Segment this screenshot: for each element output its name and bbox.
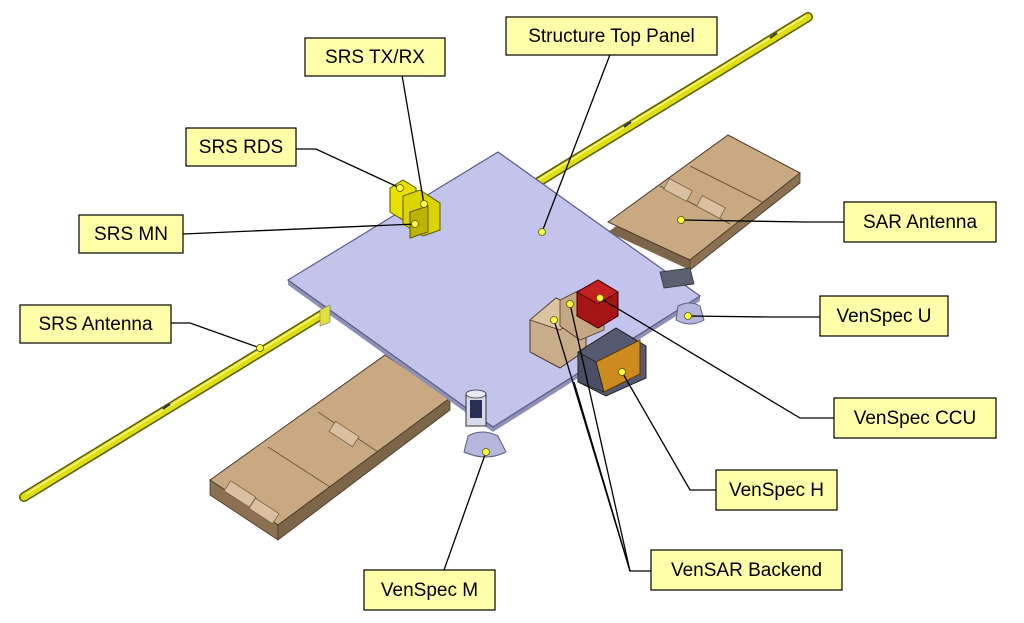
label-sar-antenna: SAR Antenna: [843, 201, 997, 243]
label-srs-txrx: SRS TX/RX: [304, 37, 446, 77]
label-srs-rds: SRS RDS: [185, 127, 297, 167]
sar-antenna-left: [209, 354, 451, 541]
label-vensar-backend-text: VenSAR Backend: [671, 560, 822, 581]
label-venspec-h: VenSpec H: [715, 469, 838, 511]
callout-dots: [256, 184, 692, 456]
label-srs-rds-text: SRS RDS: [199, 137, 283, 158]
venspec-ccu-unit: [576, 279, 619, 329]
venspec-m-foot: [463, 431, 507, 458]
label-srs-antenna-text: SRS Antenna: [38, 314, 153, 335]
label-srs-mn-text: SRS MN: [94, 224, 168, 245]
label-venspec-ccu-text: VenSpec CCU: [854, 408, 977, 429]
label-venspec-u-text: VenSpec U: [836, 306, 931, 327]
label-srs-txrx-text: SRS TX/RX: [325, 47, 425, 68]
venspec-m-unit: [465, 389, 487, 427]
label-venspec-m-text: VenSpec M: [381, 580, 478, 601]
label-sar-antenna-text: SAR Antenna: [863, 212, 978, 233]
sar-antenna-right: [607, 134, 801, 271]
label-srs-mn: SRS MN: [78, 214, 184, 254]
label-venspec-u: VenSpec U: [819, 295, 949, 337]
label-structure-top-panel: Structure Top Panel: [505, 16, 718, 56]
label-vensar-backend: VenSAR Backend: [650, 549, 843, 591]
label-venspec-h-text: VenSpec H: [729, 480, 824, 501]
label-venspec-m: VenSpec M: [363, 569, 496, 611]
label-structure-top-panel-text: Structure Top Panel: [528, 26, 695, 47]
label-srs-antenna: SRS Antenna: [19, 304, 172, 344]
venspec-h-unit: [577, 327, 647, 397]
label-venspec-ccu: VenSpec CCU: [833, 397, 997, 439]
